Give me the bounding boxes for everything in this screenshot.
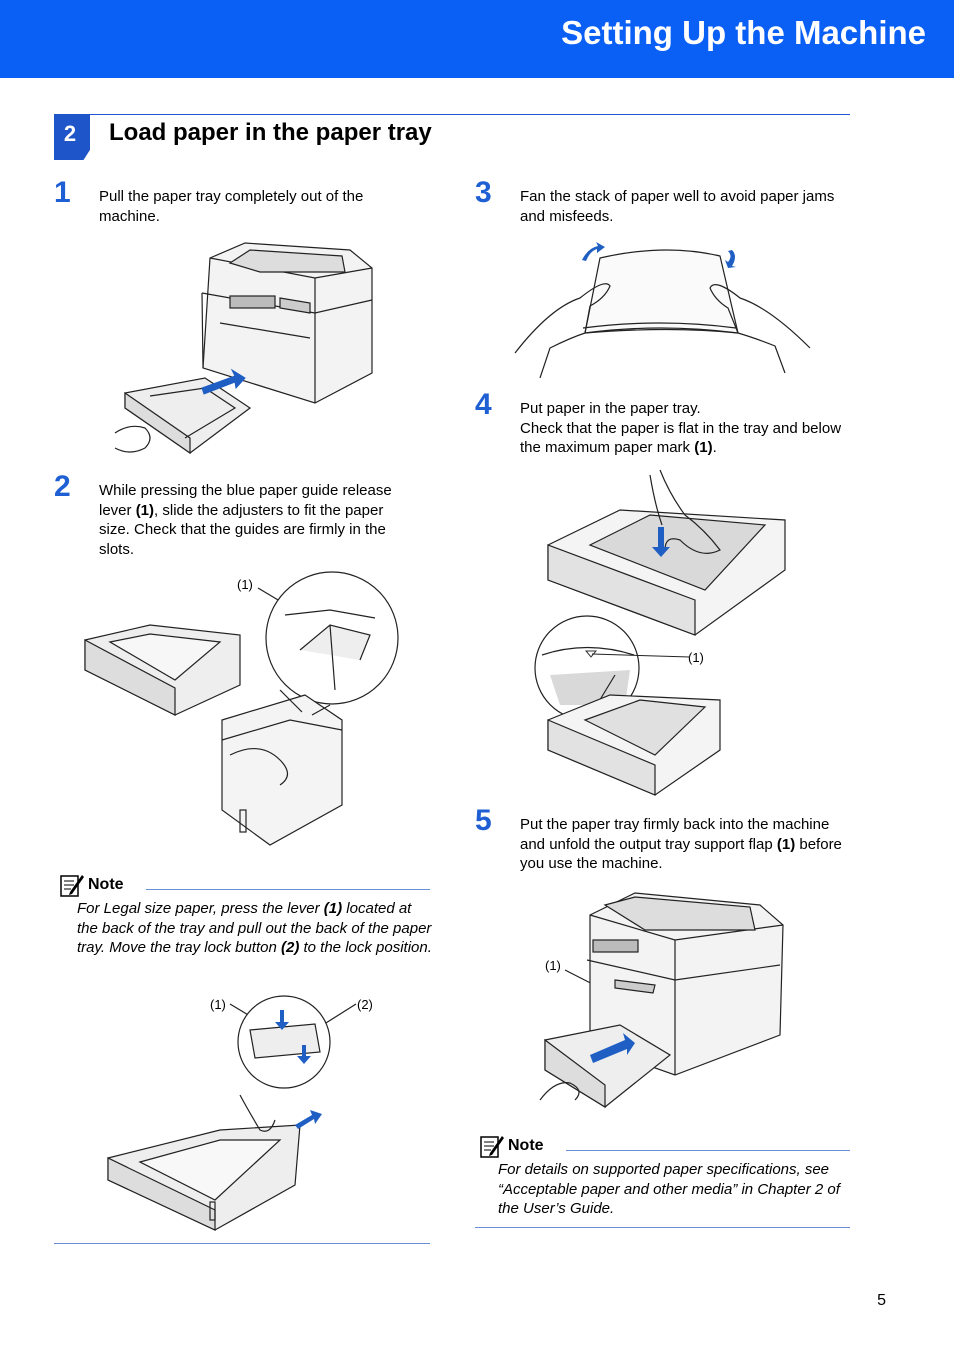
note-text-part: For Legal size paper, press the lever [77,900,324,917]
step-number-2: 2 [54,470,71,503]
note-text: For Legal size paper, press the lever (1… [77,899,433,958]
note-pencil-icon [60,875,84,897]
callout-label: (1) [688,650,704,665]
note-callout-ref: (1) [323,900,343,917]
step-text-1: Pull the paper tray completely out of th… [99,188,364,225]
illustration-insert-tray: (1) [539,892,784,1109]
step-4-first-line: Put paper in the paper tray. [520,400,701,417]
note-left: Note For Legal size paper, press the lev… [58,875,433,986]
step-text-3: Fan the stack of paper well to avoid pap… [520,188,835,225]
step-number-5: 5 [475,804,492,837]
step-2-text-part: While pressing the blue paper guide rele… [99,482,392,519]
note-rule [146,889,430,890]
note-pencil-icon [480,1136,504,1158]
callout-label: (1) [545,958,561,973]
page-number: 5 [877,1292,886,1309]
header-bar: Setting Up the Machine [0,0,954,78]
step-5-text-part: before you use the machine. [520,835,842,873]
step-4-text-part: Check that the paper is flat in the tray… [520,419,842,457]
section-rule [90,114,850,115]
section-title: Load paper in the paper tray [109,119,432,146]
step-5-callout-ref: (1) [776,835,796,853]
step-2-callout-ref: (1) [135,501,155,519]
section-number: 2 [63,121,77,146]
note-right: Note For details on supported paper spec… [478,1136,850,1227]
step-4-callout-ref: (1) [694,439,713,456]
section-number-badge: 2 [54,114,90,160]
step-text-2: While pressing the blue paper guide rele… [99,481,417,559]
illustration-fan-paper [514,242,811,378]
illustration-put-paper: (1) [534,469,786,796]
note-rule [566,1150,850,1151]
illustration-legal-tray: (1) (2) [107,995,373,1231]
note-label: Note [508,1137,544,1154]
left-bottom-rule [54,1243,430,1244]
step-text-4: Put paper in the paper tray. Check that t… [520,399,850,458]
step-number-1: 1 [54,176,71,209]
step-text-5: Put the paper tray firmly back into the … [520,815,852,874]
step-4-text-part: . [712,439,717,456]
step-2-text-part: , slide the adjusters to fit the paper s… [99,501,386,558]
note-label: Note [88,876,124,893]
step-number-4: 4 [475,388,492,421]
note-text-part: to the lock position. [299,939,432,956]
step-number-3: 3 [475,176,492,209]
step-5-text-part: Put the paper tray firmly back into the … [520,816,830,853]
callout-label: (1) [210,997,226,1012]
callout-label: (2) [357,997,373,1012]
illustration-pull-tray [114,242,373,455]
note-text: For details on supported paper specifica… [498,1161,840,1217]
note-text-part: located at the back of the tray and pull… [77,900,432,956]
page-title: Setting Up the Machine [561,14,926,51]
right-bottom-rule [475,1227,850,1228]
note-callout-ref: (2) [280,939,300,956]
callout-label: (1) [237,577,253,592]
illustration-slide-guides: (1) [84,571,399,846]
